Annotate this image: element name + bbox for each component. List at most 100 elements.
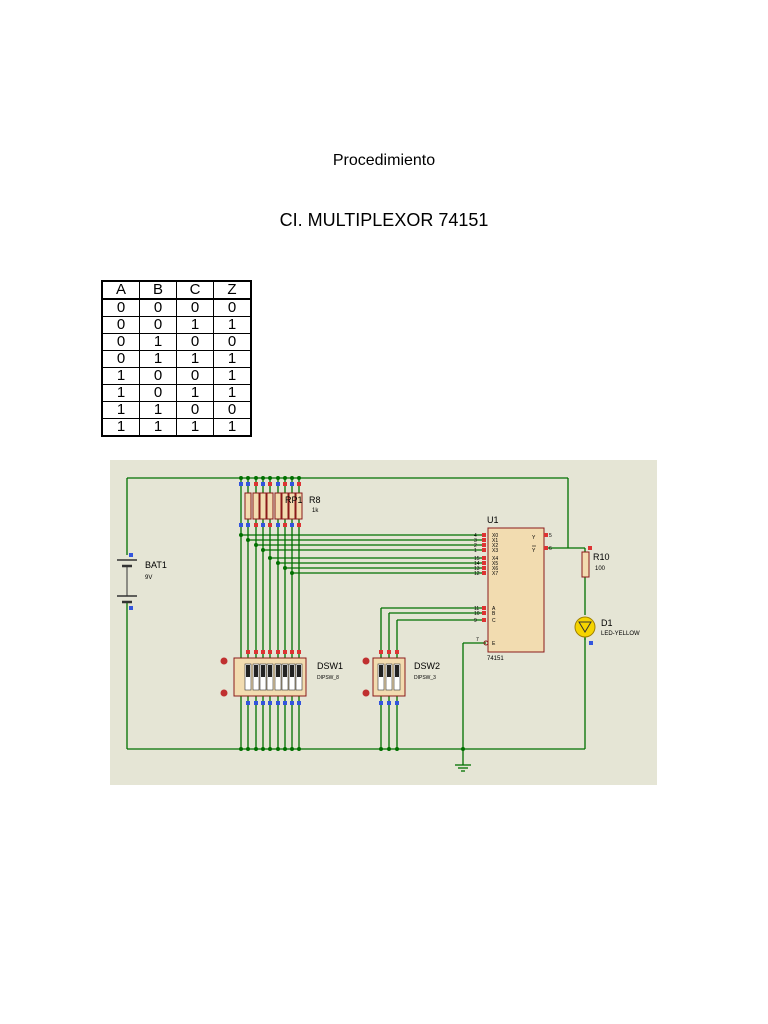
pin-marker <box>290 482 294 486</box>
resistor-pack-suffix: R8 <box>309 495 321 505</box>
pin-marker <box>276 701 280 705</box>
truth-table-cell: 1 <box>176 418 214 437</box>
mux-pin-label: E <box>492 641 496 647</box>
junction-dot <box>261 476 265 480</box>
dsw1-handle <box>220 689 228 697</box>
resistor-pack-element <box>274 492 282 520</box>
junction-dot <box>290 476 294 480</box>
truth-table-cell: 1 <box>139 418 177 437</box>
pin-marker <box>276 523 280 527</box>
junction-dot <box>283 476 287 480</box>
junction-dot <box>276 747 280 751</box>
truth-table-cell: 1 <box>101 367 140 385</box>
truth-table-cell: 0 <box>101 333 140 351</box>
truth-table-cell: 0 <box>176 298 214 317</box>
pin-marker <box>129 606 133 610</box>
resistor-pack-element <box>288 492 296 520</box>
junction-dot <box>297 747 301 751</box>
truth-table-cell: 0 <box>101 298 140 317</box>
truth-table-cell: 0 <box>139 298 177 317</box>
truth-table-cell: 1 <box>176 384 214 402</box>
dsw1-toggle <box>246 665 250 677</box>
mux-pin-label: X2 <box>492 543 498 549</box>
truth-table-cell: 1 <box>101 384 140 402</box>
truth-table-cell: 1 <box>213 316 252 334</box>
schematic-background <box>110 460 657 785</box>
led-name: D1 <box>601 618 613 628</box>
pin-marker <box>297 701 301 705</box>
junction-dot <box>283 566 287 570</box>
resistor-pack-value: 1k <box>312 508 319 514</box>
resistor-pack-element <box>266 492 274 520</box>
resistor-pack-element <box>244 492 252 520</box>
junction-dot <box>379 747 383 751</box>
mux-pin-label: Y <box>532 535 536 541</box>
truth-table-cell: 1 <box>139 401 177 419</box>
junction-dot <box>276 476 280 480</box>
resistor-pack-element <box>295 492 303 520</box>
pin-marker <box>544 546 548 550</box>
pin-marker <box>254 482 258 486</box>
junction-dot <box>246 476 250 480</box>
dsw2-name: DSW2 <box>414 661 440 671</box>
header-c: C <box>176 280 214 300</box>
pin-marker <box>290 650 294 654</box>
truth-table-cell: 0 <box>101 316 140 334</box>
pin-marker <box>276 482 280 486</box>
pin-marker <box>268 523 272 527</box>
mux-part: 74151 <box>487 656 504 662</box>
junction-dot <box>395 747 399 751</box>
dsw1-toggle <box>276 665 280 677</box>
junction-dot <box>261 548 265 552</box>
pin-marker <box>283 650 287 654</box>
pin-marker <box>482 543 486 547</box>
battery-value: 9V <box>145 575 152 581</box>
truth-table-cell: 1 <box>139 350 177 368</box>
pin-marker <box>268 701 272 705</box>
document-subtitle: CI. MULTIPLEXOR 74151 <box>279 210 489 230</box>
mux-pin-label: A <box>492 606 496 612</box>
pin-marker <box>544 533 548 537</box>
truth-table-cell: 1 <box>176 316 214 334</box>
truth-table-cell: 0 <box>101 350 140 368</box>
pin-marker <box>395 650 399 654</box>
truth-table-cell: 1 <box>213 384 252 402</box>
pin-marker <box>261 482 265 486</box>
dsw2-toggle <box>379 665 383 677</box>
junction-dot <box>283 747 287 751</box>
truth-table-cell: 0 <box>139 384 177 402</box>
header-b: B <box>139 280 177 300</box>
resistor-pack-element <box>259 492 267 520</box>
truth-table-cell: 1 <box>213 367 252 385</box>
pin-marker <box>482 556 486 560</box>
mux-pin-number: 5 <box>549 533 552 539</box>
mux-pin-number: 9 <box>474 618 477 624</box>
junction-dot <box>261 747 265 751</box>
pin-marker <box>254 701 258 705</box>
pin-marker <box>395 701 399 705</box>
dip-switch-dsw1: DSW1 DIPSW_8 <box>317 661 343 681</box>
pin-marker <box>261 701 265 705</box>
pin-marker <box>297 523 301 527</box>
mux-pin-label: X0 <box>492 533 498 539</box>
junction-dot <box>239 533 243 537</box>
pin-marker <box>283 523 287 527</box>
mux-body <box>487 527 545 653</box>
junction-dot <box>254 747 258 751</box>
document-title: Procedimiento <box>332 152 436 169</box>
dsw2-handle <box>362 657 370 665</box>
mux-pin-number: 6 <box>549 546 552 552</box>
pin-marker <box>246 482 250 486</box>
pin-marker <box>379 650 383 654</box>
components <box>117 482 596 705</box>
pin-marker <box>482 606 486 610</box>
pin-marker <box>482 561 486 565</box>
